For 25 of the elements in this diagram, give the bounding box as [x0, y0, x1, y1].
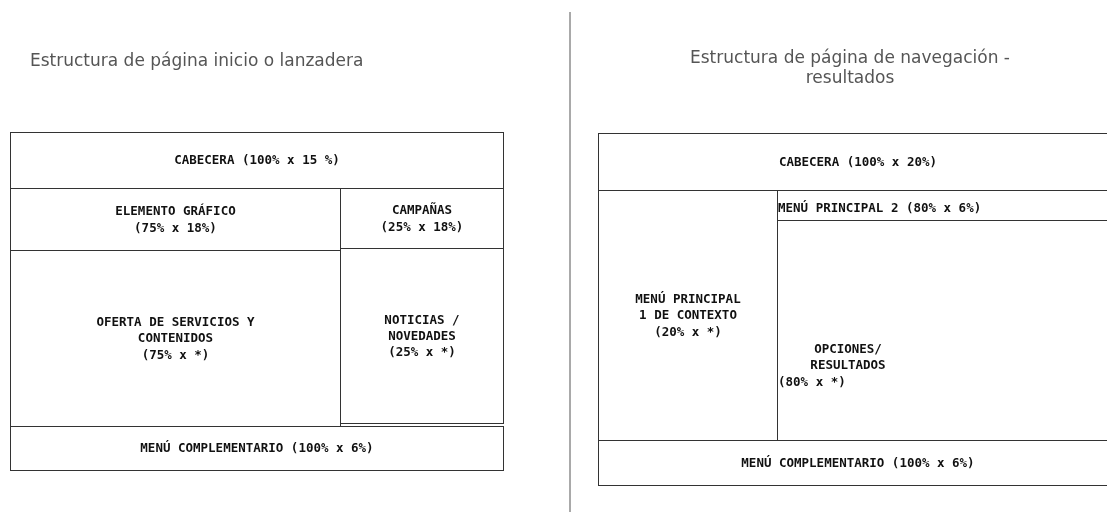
- section-label: ELEMENTO GRÁFICO: [115, 203, 236, 220]
- section-label: CAMPAÑAS: [391, 202, 453, 219]
- section-label: MENÚ PRINCIPAL 1 DE CONTEXTO: [634, 291, 742, 324]
- section-label: (25% x *): [388, 344, 456, 361]
- section-label: (25% x 18%): [380, 218, 464, 235]
- footer-menu-section: [598, 440, 1107, 486]
- section-label: CABECERA (100% x 20%): [778, 153, 937, 171]
- section-label: OPCIONES/ RESULTADOS: [809, 341, 887, 374]
- section-label: (75% x *): [141, 346, 210, 363]
- header-section: [598, 133, 1107, 191]
- section-label: NOTICIAS / NOVEDADES: [383, 311, 461, 345]
- section-label: MENÚ COMPLEMENTARIO (100% x 6%): [140, 440, 374, 457]
- header-section: [10, 132, 504, 189]
- section-label: (80% x *): [778, 373, 846, 390]
- section-label: (20% x *): [654, 323, 722, 340]
- page-title: Estructura de página inicio o lanzadera: [30, 50, 365, 70]
- services-content-section: [10, 250, 341, 427]
- news-section: [340, 248, 504, 424]
- page-title: Estructura de página de navegación - resultados: [689, 47, 1011, 87]
- footer-menu-section: [10, 426, 504, 471]
- section-label: CABECERA (100% x 15 %): [174, 152, 340, 169]
- section-label: OFERTA DE SERVICIOS Y CONTENIDOS: [95, 314, 256, 347]
- section-label: MENÚ COMPLEMENTARIO (100% x 6%): [741, 454, 975, 472]
- section-label: MENÚ PRINCIPAL 2 (80% x 6%): [778, 200, 982, 217]
- section-label: (75% x 18%): [134, 219, 217, 236]
